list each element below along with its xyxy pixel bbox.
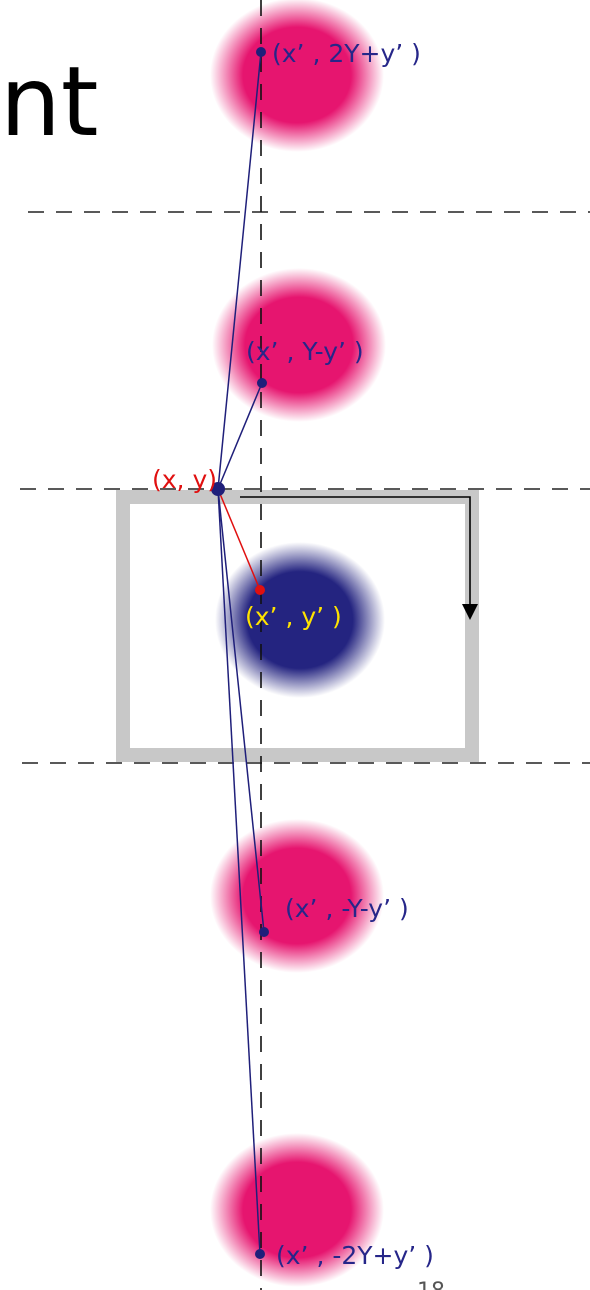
image-charge-top-2 [210,0,384,152]
label-bottom-2: (x’ , -2Y+y’ ) [276,1241,434,1270]
point-top-2 [256,47,266,57]
label-original-charge: (x’ , y’ ) [245,602,342,631]
label-bottom-1: (x’ , -Y-y’ ) [285,894,409,923]
point-bottom-2 [255,1249,265,1259]
original-charge [215,542,385,698]
point-top-1 [257,378,267,388]
connector-top-1 [217,382,263,490]
slide-title-fragment: nt [0,46,98,158]
image-charge-bottom-1 [210,819,384,973]
page-number: 18 [417,1279,445,1290]
image-charge-top-1 [212,268,386,422]
image-charge-bottom-2 [210,1133,384,1287]
label-top-1: (x’ , Y-y’ ) [246,337,364,366]
label-top-2: (x’ , 2Y+y’ ) [272,39,421,68]
connector-top-2 [217,51,262,490]
point-source [211,482,225,496]
path-arrow [240,496,478,620]
connector-direct [217,488,261,591]
connector-bottom-2 [217,488,261,1255]
label-source-point: (x, y) [152,465,217,494]
point-bottom-1 [259,927,269,937]
point-original [255,585,265,595]
connector-bottom-1 [217,488,265,933]
